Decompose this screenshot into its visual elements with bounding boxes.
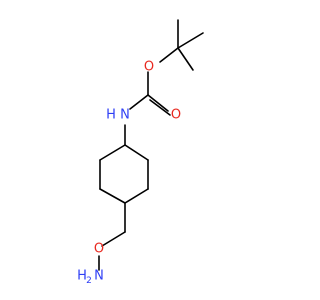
atom-hydroxylamine-oxygen: O xyxy=(94,242,104,257)
bond-methylene-oxygen xyxy=(101,231,126,247)
atom-carbonyl-oxygen: O xyxy=(171,108,181,123)
atom-ester-oxygen: O xyxy=(144,60,154,75)
bond-carbonyl-nitrogen xyxy=(129,94,149,110)
bond-tbu-methyl-lower xyxy=(177,47,194,71)
bond-tbu-methyl-right xyxy=(177,32,204,49)
ring-bond-6 xyxy=(99,144,126,161)
ring-bond-4 xyxy=(99,188,126,204)
molecule-structure: O O N H O N H 2 xyxy=(77,19,204,286)
bond-tbu-oxygen xyxy=(159,47,179,63)
molecule-canvas: O O N H O N H 2 xyxy=(77,19,204,286)
ring-bond-3 xyxy=(124,188,149,204)
atom-hydroxylamine-h2-subscript: 2 xyxy=(86,276,92,286)
atom-carbamate-nitrogen: N xyxy=(120,108,130,123)
atom-hydroxylamine-nitrogen: N xyxy=(94,269,104,284)
bond-carbonyl-double-1 xyxy=(147,94,169,112)
ring-bond-1 xyxy=(124,144,149,161)
atom-hydroxylamine-hydrogen: H xyxy=(77,269,87,284)
atom-amine-hydrogen: H xyxy=(106,108,116,123)
bond-carbonyl-double-2 xyxy=(149,99,171,116)
